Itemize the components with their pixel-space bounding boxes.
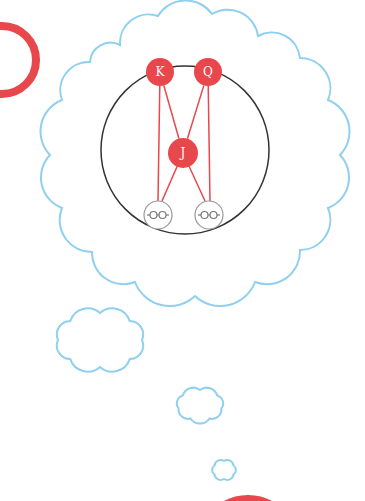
glasses-lens <box>201 212 208 219</box>
thought-bubble <box>177 388 223 424</box>
glasses-lens <box>150 212 157 219</box>
thought-cloud <box>40 0 349 306</box>
glasses-bridge <box>208 214 210 215</box>
glasses-arm <box>147 214 150 215</box>
link-line <box>187 85 203 138</box>
card-circle: J <box>168 138 198 168</box>
leader-line <box>208 72 210 201</box>
leader-line <box>158 72 160 201</box>
leader-lines <box>158 72 210 201</box>
thought-bubble <box>57 308 143 371</box>
red-ring <box>0 26 36 94</box>
card-letter: K <box>156 66 165 78</box>
card-letter: J <box>181 147 186 159</box>
glasses-lens <box>159 212 166 219</box>
link-line <box>164 85 179 138</box>
card-letter: Q <box>203 66 213 78</box>
glasses-arm <box>166 214 169 215</box>
card-disc <box>168 138 198 168</box>
card-disc <box>194 58 222 86</box>
red-ring <box>203 498 293 501</box>
glasses-bridge <box>157 214 159 215</box>
table-circle <box>101 66 269 234</box>
player-glasses <box>144 201 172 229</box>
player-circle <box>144 201 172 229</box>
glasses-arm <box>217 214 220 215</box>
player-glasses <box>195 201 223 229</box>
card-disc <box>146 58 174 86</box>
card-circle: Q <box>194 58 222 86</box>
card-circle: K <box>146 58 174 86</box>
glasses-lens <box>210 212 217 219</box>
player-circle <box>195 201 223 229</box>
thought-bubble <box>212 460 236 480</box>
glasses-arm <box>198 214 201 215</box>
